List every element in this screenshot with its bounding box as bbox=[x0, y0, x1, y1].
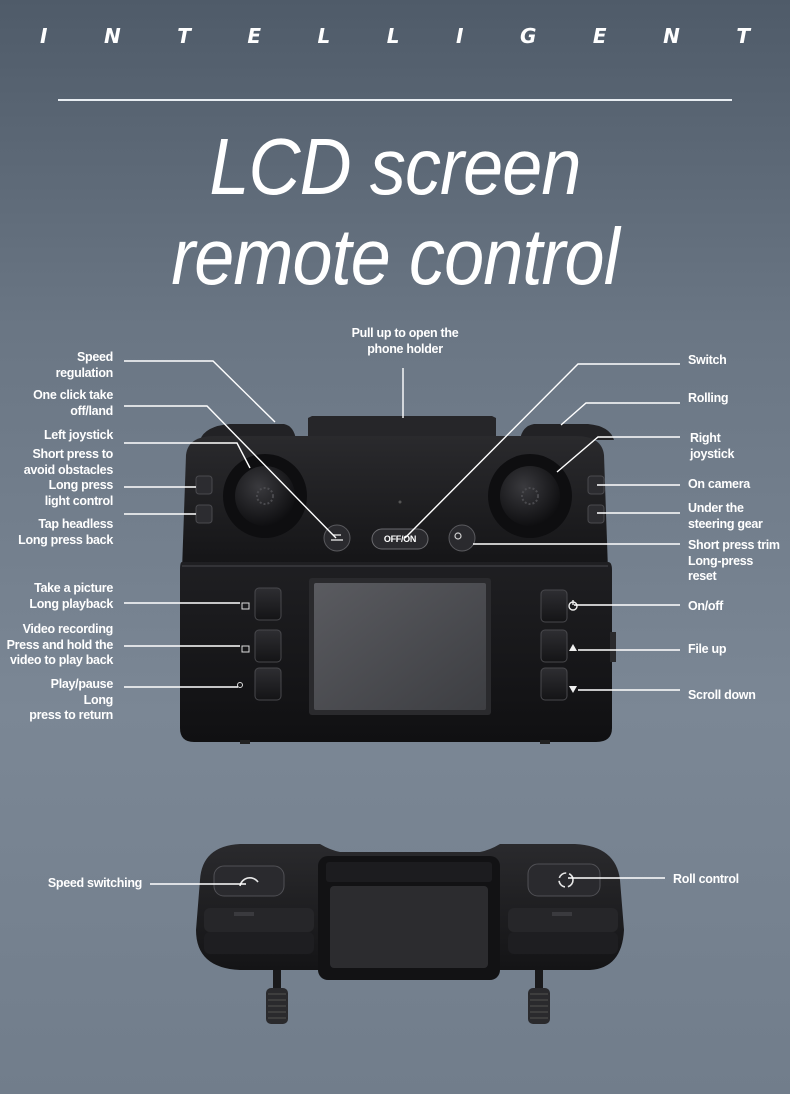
callout-line: video to play back bbox=[10, 653, 113, 667]
callout-line: Speed switching bbox=[47, 876, 142, 890]
callout-line: Under the bbox=[688, 501, 744, 515]
callout-obstacles: Short press to avoid obstacles Long pres… bbox=[23, 447, 114, 509]
remote-front-view bbox=[180, 416, 616, 744]
brand-letter: L bbox=[386, 24, 400, 48]
headline-line-1: LCD screen bbox=[209, 122, 581, 211]
callout-video-recording: Video recording Press and hold the video… bbox=[6, 622, 114, 669]
brand-letter: T bbox=[736, 24, 750, 48]
callout-headless: Tap headless Long press back bbox=[18, 517, 113, 548]
callout-line: Pull up to open the bbox=[351, 326, 459, 340]
callout-line: Play/pause bbox=[50, 677, 114, 691]
obstacle-light-button bbox=[195, 475, 213, 495]
callout-line: light control bbox=[44, 493, 114, 508]
brand-letter: N bbox=[663, 24, 680, 48]
callout-line: Scroll down bbox=[688, 688, 756, 702]
brand-letters: I N T E L L I G E N T bbox=[40, 24, 750, 48]
callout-roll-control: Roll control bbox=[673, 872, 739, 888]
callout-line: Switch bbox=[688, 353, 727, 367]
callout-line: Left joystick bbox=[43, 428, 113, 442]
brand-letter: I bbox=[456, 24, 464, 48]
headless-button bbox=[195, 504, 213, 524]
headline-line-2: remote control bbox=[171, 212, 619, 301]
left-joystick bbox=[235, 466, 295, 526]
callout-line: File up bbox=[688, 642, 727, 656]
callout-line: reset bbox=[688, 569, 717, 583]
callout-line: Right bbox=[690, 431, 721, 445]
callout-line: Speed bbox=[76, 350, 113, 364]
callout-line: steering gear bbox=[688, 516, 763, 531]
callout-line: On/off bbox=[688, 599, 723, 613]
video-button bbox=[254, 629, 282, 663]
on-off-button bbox=[540, 589, 568, 623]
callout-line: avoid obstacles bbox=[23, 462, 114, 477]
callout-steering-gear: Under the steering gear bbox=[688, 501, 763, 532]
callout-line: Short press to bbox=[32, 447, 113, 461]
scroll-down-button bbox=[540, 667, 568, 701]
callout-line: Long-press bbox=[688, 553, 754, 568]
callout-line: press to return bbox=[29, 708, 113, 722]
callout-line: Long press back bbox=[18, 532, 113, 547]
power-button-label[interactable]: OFF/ON bbox=[383, 534, 417, 544]
callout-right-joystick: Right joystick bbox=[690, 431, 734, 462]
callout-on-camera: On camera bbox=[688, 477, 750, 493]
callout-left-joystick: Left joystick bbox=[44, 428, 113, 444]
callout-switch: Switch bbox=[688, 353, 727, 369]
callout-speed-switching: Speed switching bbox=[48, 876, 142, 892]
header-divider bbox=[58, 99, 732, 101]
file-up-button bbox=[540, 629, 568, 663]
callout-take-picture: Take a picture Long playback bbox=[29, 581, 113, 612]
callout-line: joystick bbox=[690, 446, 735, 461]
callout-file-up: File up bbox=[688, 642, 726, 658]
callout-on-off: On/off bbox=[688, 599, 723, 615]
brand-letter: I bbox=[40, 24, 48, 48]
callout-line: Long press bbox=[48, 478, 114, 492]
callout-speed-regulation: Speed regulation bbox=[55, 350, 114, 381]
brand-letter: E bbox=[247, 24, 262, 48]
callout-phone-holder: Pull up to open the phone holder bbox=[340, 326, 470, 357]
brand-letter: T bbox=[177, 24, 191, 48]
brand-letter: E bbox=[592, 24, 607, 48]
brand-letter: N bbox=[103, 24, 121, 48]
speed-switch-button bbox=[213, 865, 285, 897]
steering-gear-button bbox=[587, 504, 605, 524]
callout-play-pause: Play/pause Long press to return bbox=[29, 677, 113, 724]
roll-control-button bbox=[527, 863, 601, 897]
callout-line: regulation bbox=[55, 365, 114, 380]
callout-line: On camera bbox=[688, 477, 750, 491]
trim-button bbox=[448, 524, 476, 552]
play-pause-button bbox=[254, 667, 282, 701]
callout-line: Roll control bbox=[673, 872, 739, 886]
callout-scroll-down: Scroll down bbox=[688, 688, 756, 704]
lcd-screen bbox=[314, 583, 486, 710]
callout-line: Long bbox=[83, 692, 114, 707]
power-button bbox=[371, 528, 429, 550]
callout-line: Video recording bbox=[22, 622, 114, 636]
callout-line: Press and hold the bbox=[6, 637, 114, 652]
callout-line: Tap headless bbox=[38, 517, 113, 531]
callout-line: Long playback bbox=[29, 596, 113, 611]
callout-one-click: One click take off/land bbox=[33, 388, 113, 419]
callout-trim: Short press trim Long-press reset bbox=[688, 538, 780, 585]
right-joystick bbox=[500, 466, 560, 526]
photo-button bbox=[254, 587, 282, 621]
callout-line: off/land bbox=[70, 403, 113, 418]
remote-top-view bbox=[196, 844, 624, 1024]
callout-line: Short press trim bbox=[688, 538, 780, 552]
callout-line: One click take bbox=[33, 388, 113, 402]
callout-line: Rolling bbox=[688, 391, 729, 405]
brand-letter: L bbox=[317, 24, 331, 48]
callout-line: phone holder bbox=[367, 341, 443, 356]
phone-holder bbox=[330, 886, 488, 968]
callout-rolling: Rolling bbox=[688, 391, 729, 407]
brand-letter: G bbox=[519, 24, 537, 48]
callout-leader-lines bbox=[124, 360, 680, 885]
callout-line: Take a picture bbox=[34, 581, 113, 595]
